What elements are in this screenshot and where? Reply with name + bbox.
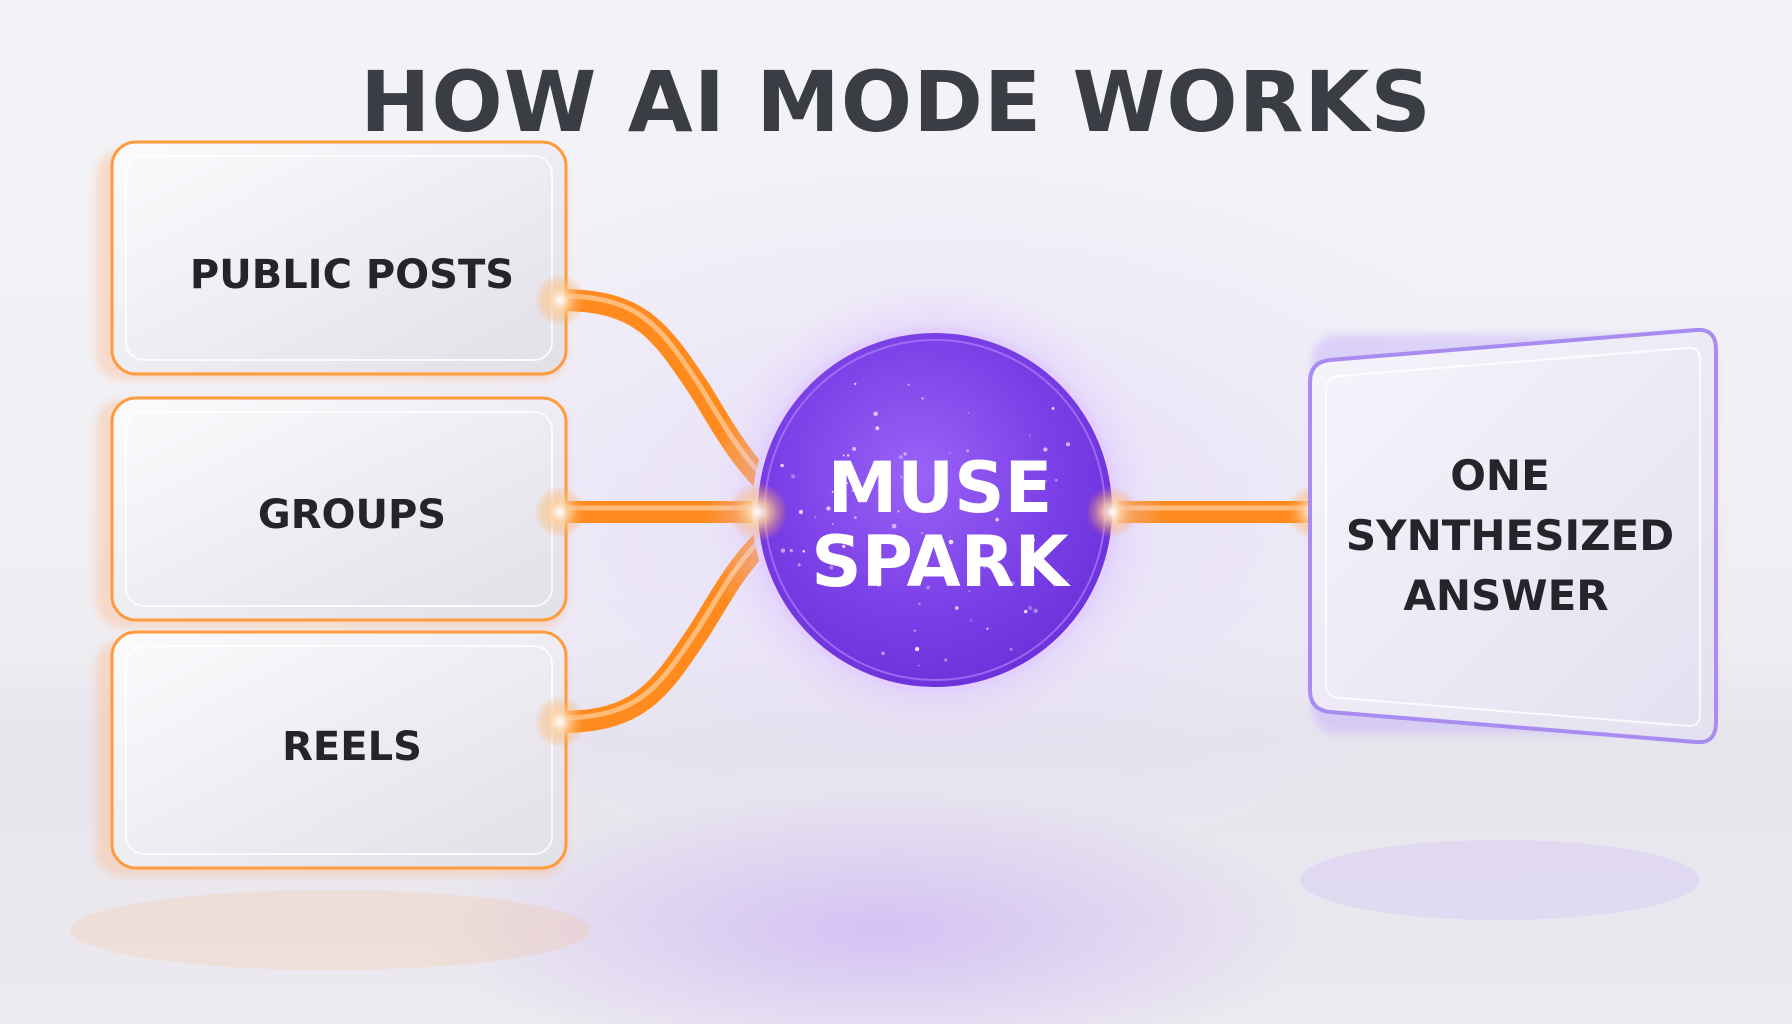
hub-sparkle — [921, 532, 923, 535]
hub-sparkle — [789, 548, 793, 553]
floor-reflection — [70, 890, 590, 970]
hub-sparkle — [875, 426, 880, 431]
hub-sparkle — [903, 452, 907, 456]
source-label-groups: GROUPS — [258, 492, 446, 538]
source-label-reels: REELS — [282, 724, 422, 770]
hub-sparkle — [891, 523, 897, 529]
hub-sparkle — [1031, 538, 1036, 543]
output-label-line-2: SYNTHESIZED — [1346, 511, 1674, 560]
spark-glow — [1086, 486, 1138, 538]
hub-sparkle — [944, 658, 948, 662]
hub-sparkle — [1028, 605, 1033, 611]
hub-sparkle — [921, 397, 924, 400]
hub-sparkle — [914, 646, 920, 652]
hub-sparkle — [829, 565, 834, 570]
hub-sparkle — [1029, 434, 1031, 437]
hub-sparkle — [949, 536, 951, 538]
hub-sparkle — [802, 550, 806, 553]
hub-sparkle — [969, 619, 973, 622]
hub-label-line-1: MUSE — [828, 447, 1053, 529]
hub-sparkles — [780, 382, 1070, 667]
source-box-public-posts: PUBLIC POSTS — [96, 140, 568, 380]
hub-sparkle — [918, 602, 921, 605]
hub-sparkle — [995, 517, 999, 522]
hub-sparkle — [818, 540, 823, 545]
source-label-public-posts: PUBLIC POSTS — [190, 252, 514, 298]
hub-sparkle — [954, 606, 959, 610]
hub-sparkle — [797, 563, 801, 567]
hub-sparkle — [873, 411, 878, 417]
output-label-line-3: ANSWER — [1403, 571, 1608, 620]
hub-sparkle — [1066, 442, 1070, 447]
hub-sparkle — [1033, 608, 1038, 613]
hub-sparkle — [881, 651, 885, 656]
spark-glow — [534, 486, 586, 538]
hub-sparkle — [798, 509, 804, 515]
hub-sparkle — [926, 585, 931, 590]
hub-sparkle — [814, 516, 817, 519]
hub-sparkle — [983, 565, 987, 569]
hub-sparkle — [791, 474, 796, 479]
hub-sparkle — [966, 449, 969, 453]
hub-sparkle — [968, 590, 971, 593]
hub-sparkle — [909, 471, 913, 475]
hub-node: MUSE SPARK — [705, 280, 1165, 740]
spark-glow — [534, 274, 586, 326]
hub-sparkle — [842, 454, 845, 457]
hub-sparkle — [851, 489, 855, 492]
hub-sparkle — [948, 451, 952, 454]
hub-sparkle — [967, 412, 970, 414]
hub-sparkle — [1043, 447, 1048, 452]
floor-reflection — [1300, 840, 1700, 920]
hub-sparkle — [1045, 480, 1047, 482]
spark-glow — [728, 482, 788, 542]
hub-sparkle — [827, 548, 830, 551]
hub-sparkle — [913, 629, 916, 632]
hub-sparkle — [846, 482, 848, 485]
hub-sparkle — [1010, 581, 1015, 586]
output-panel-edge — [1325, 346, 1701, 728]
hub-sparkle — [832, 523, 834, 525]
diagram-title: HOW AI MODE WORKS — [360, 53, 1432, 151]
hub-sparkle — [780, 463, 784, 468]
hub-sparkle — [1025, 539, 1029, 543]
hub-sparkle — [899, 455, 903, 460]
hub-sparkle — [852, 446, 857, 451]
output-label-line-1: ONE — [1450, 451, 1550, 500]
hub-sparkle — [1055, 478, 1058, 482]
source-box-reels: REELS — [96, 630, 568, 876]
hub-sparkle — [1009, 647, 1013, 651]
hub-sparkle — [854, 382, 857, 386]
source-box-groups: GROUPS — [96, 396, 568, 628]
hub-sparkle — [1051, 407, 1055, 410]
hub-sparkle — [897, 510, 900, 513]
hub-sparkle — [1021, 546, 1024, 549]
hub-sparkle — [780, 548, 786, 553]
hub-sparkle — [853, 516, 857, 519]
hub-label-line-2: SPARK — [811, 521, 1071, 603]
output-panel — [1308, 327, 1718, 745]
hub-sparkle — [910, 500, 913, 504]
hub-sparkle — [877, 585, 880, 587]
hub-sparkle — [907, 383, 910, 386]
hub-sparkle — [831, 490, 834, 493]
spark-glow — [534, 696, 586, 748]
hub-sparkle — [948, 539, 954, 545]
hub-sparkle — [871, 551, 874, 554]
output-box: ONE SYNTHESIZED ANSWER — [1308, 327, 1718, 745]
hub-sparkle — [1067, 579, 1069, 581]
hub-sparkle — [917, 664, 920, 667]
hub-sparkle — [1023, 609, 1028, 614]
hub-sparkle — [1021, 483, 1025, 487]
hub-sparkle — [846, 454, 850, 457]
hub-sparkle — [842, 544, 846, 549]
hub-sparkle — [986, 627, 989, 630]
hub-sparkle — [900, 475, 903, 479]
hub-sparkle — [826, 506, 831, 511]
